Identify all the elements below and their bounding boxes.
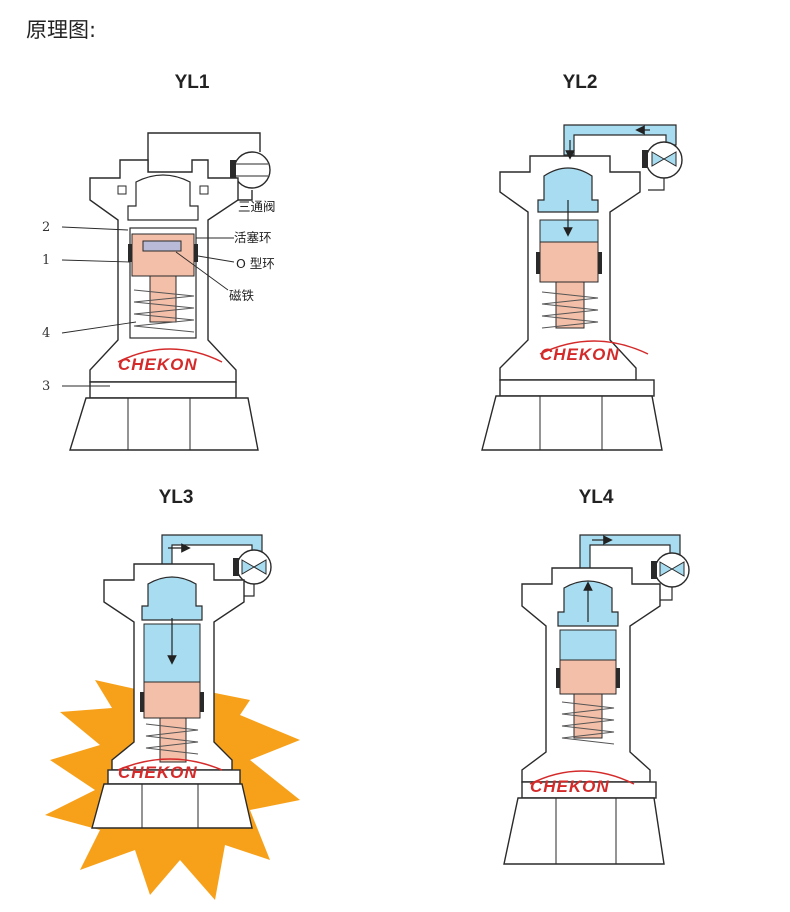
label-magnet: 磁铁 bbox=[229, 288, 255, 303]
diagram-yl1: CHEKON 三通阀 活塞环 O 型环 磁铁 2 1 4 3 bbox=[42, 132, 276, 451]
base bbox=[91, 783, 253, 829]
magnet bbox=[142, 240, 182, 252]
diagram-yl2: CHEKON bbox=[481, 124, 683, 451]
panel-title-yl4: YL4 bbox=[578, 487, 614, 508]
label-o-ring: O 型环 bbox=[236, 256, 275, 271]
label-num-1: 1 bbox=[42, 253, 50, 268]
logo-yl2: CHEKON bbox=[540, 345, 620, 364]
three-way-valve-icon bbox=[645, 141, 683, 179]
panel-title-yl1: YL1 bbox=[174, 72, 210, 93]
air-tube bbox=[147, 132, 261, 172]
diagram-yl4: CHEKON bbox=[503, 534, 690, 865]
base bbox=[69, 397, 259, 451]
piston bbox=[559, 659, 617, 695]
panel-title-yl3: YL3 bbox=[158, 487, 194, 508]
label-num-3: 3 bbox=[42, 379, 50, 394]
page-heading: 原理图: bbox=[26, 18, 97, 42]
logo-yl3: CHEKON bbox=[118, 763, 198, 782]
label-num-4: 4 bbox=[42, 326, 50, 341]
base bbox=[481, 395, 663, 451]
logo-yl1: CHEKON bbox=[118, 355, 198, 374]
panel-title-yl2: YL2 bbox=[562, 72, 598, 93]
label-valve: 三通阀 bbox=[238, 199, 276, 214]
piston bbox=[131, 233, 195, 277]
label-num-2: 2 bbox=[42, 220, 50, 235]
label-piston-ring: 活塞环 bbox=[234, 230, 272, 245]
logo-yl4: CHEKON bbox=[530, 777, 610, 796]
three-way-valve-icon bbox=[233, 151, 271, 189]
base bbox=[503, 797, 665, 865]
piston bbox=[539, 241, 599, 283]
diagram-yl3: CHEKON bbox=[45, 534, 300, 900]
piston bbox=[143, 681, 201, 719]
